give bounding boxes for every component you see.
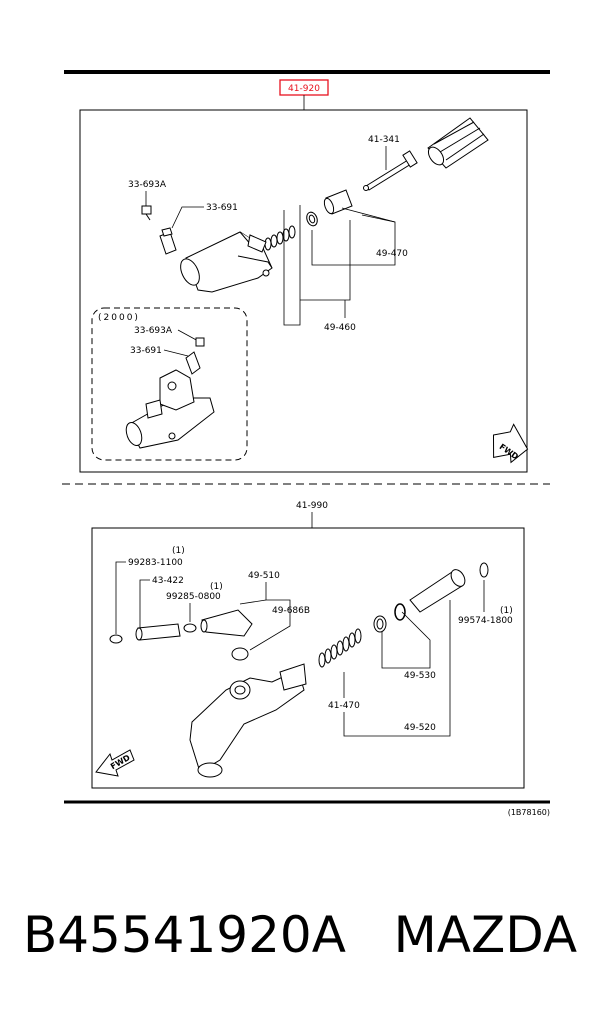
qty-99285: (1) [210, 582, 223, 592]
inset-label: (2000) [98, 313, 140, 323]
part-99285-0800[interactable]: 99285-0800 [166, 592, 221, 602]
cylinder-body-bottom-drawing [189, 663, 307, 778]
part-49-510[interactable]: 49-510 [248, 571, 280, 581]
part-99283-1100[interactable]: 99283-1100 [128, 558, 183, 568]
parts-diagram: 41-920 41-341 49-470 49-460 [62, 70, 550, 817]
bracket-49-470 [311, 207, 396, 266]
bracket-49-460 [283, 205, 351, 326]
leader-49-530 [381, 611, 431, 669]
part-41-341-top[interactable]: 41-341 [368, 135, 400, 145]
leader-49-510 [249, 582, 291, 651]
part-33-691-top[interactable]: 33-691 [206, 203, 238, 213]
inset-cylinder-drawing [125, 337, 215, 449]
inset-box [91, 307, 248, 461]
part-49-520[interactable]: 49-520 [404, 723, 436, 733]
caption: B45541920A MAZDA [0, 895, 600, 975]
leader-33-691 [171, 206, 204, 229]
part-49-460[interactable]: 49-460 [324, 323, 356, 333]
leader-49-520 [343, 600, 451, 737]
hose-clamp-drawings [109, 623, 197, 644]
spring-drawing-bottom [318, 628, 362, 668]
bleeder-screw-drawing [141, 205, 177, 255]
leader-49-686b [239, 599, 267, 605]
part-43-422[interactable]: 43-422 [152, 576, 184, 586]
top-frame [79, 109, 528, 473]
piston-drawing [306, 189, 353, 227]
push-rod-drawing [363, 150, 418, 191]
part-49-686b[interactable]: 49-686B [272, 606, 310, 616]
seal-drawings [373, 603, 406, 633]
bottom-frame [91, 527, 525, 789]
dust-boot-drawing [427, 117, 489, 169]
part-49-530[interactable]: 49-530 [404, 671, 436, 681]
part-41-470[interactable]: 41-470 [328, 701, 360, 711]
part-99574-1800[interactable]: 99574-1800 [458, 616, 513, 626]
leader-99283 [115, 561, 126, 634]
part-49-470[interactable]: 49-470 [376, 249, 408, 259]
title-part-bottom[interactable]: 41-990 [296, 501, 328, 511]
inset-part-33-693a[interactable]: 33-693A [134, 326, 173, 336]
inset-part-33-691[interactable]: 33-691 [130, 346, 162, 356]
cylinder-body-drawing [180, 231, 273, 293]
spring-drawing-top [264, 225, 296, 251]
inset-leader-b [163, 349, 189, 357]
title-part-top[interactable]: 41-920 [288, 84, 320, 94]
qty-99283: (1) [172, 546, 185, 556]
caption-brand: MAZDA [393, 906, 578, 964]
figure-code: (1B78160) [508, 808, 550, 817]
part-33-693a-top[interactable]: 33-693A [128, 180, 167, 190]
fwd-arrow-bottom [95, 749, 135, 777]
caption-part-number: B45541920A [22, 906, 346, 964]
piston-bottom-drawing [409, 562, 489, 613]
fwd-arrow-top [492, 423, 529, 464]
leader-43-422 [139, 579, 150, 630]
reservoir-pipe-drawing [200, 609, 253, 661]
qty-99574: (1) [500, 606, 513, 616]
